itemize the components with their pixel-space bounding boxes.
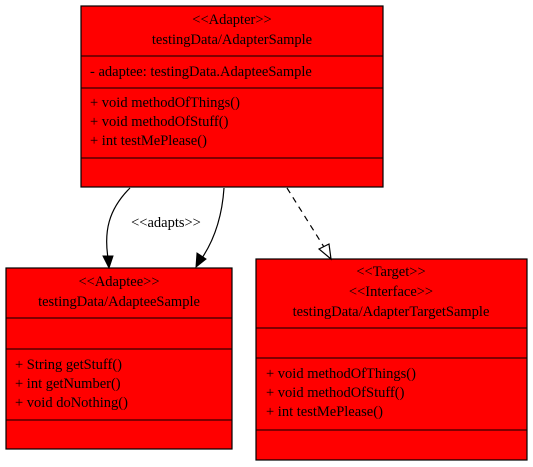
- realization-arrowhead-icon: [317, 243, 332, 261]
- target-method: + int testMePlease(): [266, 404, 383, 420]
- adapter-class-box: [80, 5, 384, 188]
- adapts-arrowhead-icon: [102, 255, 114, 270]
- adapts-association-edge: [106, 187, 131, 259]
- adapter-stereotype: <<Adapter>>: [192, 12, 271, 28]
- target-interface[interactable]: <<Target>> <<Interface>> testingData/Ada…: [255, 258, 528, 461]
- realization-edge: [286, 187, 325, 248]
- adaptee-method: + String getStuff(): [15, 357, 122, 373]
- adaptee-class[interactable]: <<Adaptee>> testingData/AdapteeSample + …: [5, 267, 233, 450]
- adaptee-stereotype: <<Adaptee>>: [78, 274, 159, 290]
- adapter-method: + void methodOfStuff(): [90, 114, 229, 130]
- target-class-name: testingData/AdapterTargetSample: [293, 304, 490, 320]
- target-method: + void methodOfThings(): [266, 366, 416, 382]
- adaptee-method: + void doNothing(): [15, 395, 128, 411]
- adapter-class[interactable]: <<Adapter>> testingData/AdapterSample - …: [80, 5, 384, 188]
- adaptee-usage-arrowhead-icon: [195, 252, 207, 269]
- adapter-method: + void methodOfThings(): [90, 95, 240, 111]
- adapter-method: + int testMePlease(): [90, 133, 207, 149]
- target-stereotype: <<Target>>: [356, 264, 425, 280]
- adaptee-class-name: testingData/AdapteeSample: [38, 294, 200, 310]
- interface-stereotype: <<Interface>>: [349, 284, 433, 300]
- target-interface-box: [255, 258, 528, 461]
- adaptee-usage-edge: [201, 187, 225, 259]
- adapts-label: <<adapts>>: [131, 215, 201, 231]
- target-method: + void methodOfStuff(): [266, 385, 405, 401]
- adaptee-method: + int getNumber(): [15, 376, 121, 392]
- adapter-attribute: - adaptee: testingData.AdapteeSample: [90, 64, 312, 80]
- adapter-class-name: testingData/AdapterSample: [152, 32, 312, 48]
- adaptee-class-box: [5, 267, 233, 450]
